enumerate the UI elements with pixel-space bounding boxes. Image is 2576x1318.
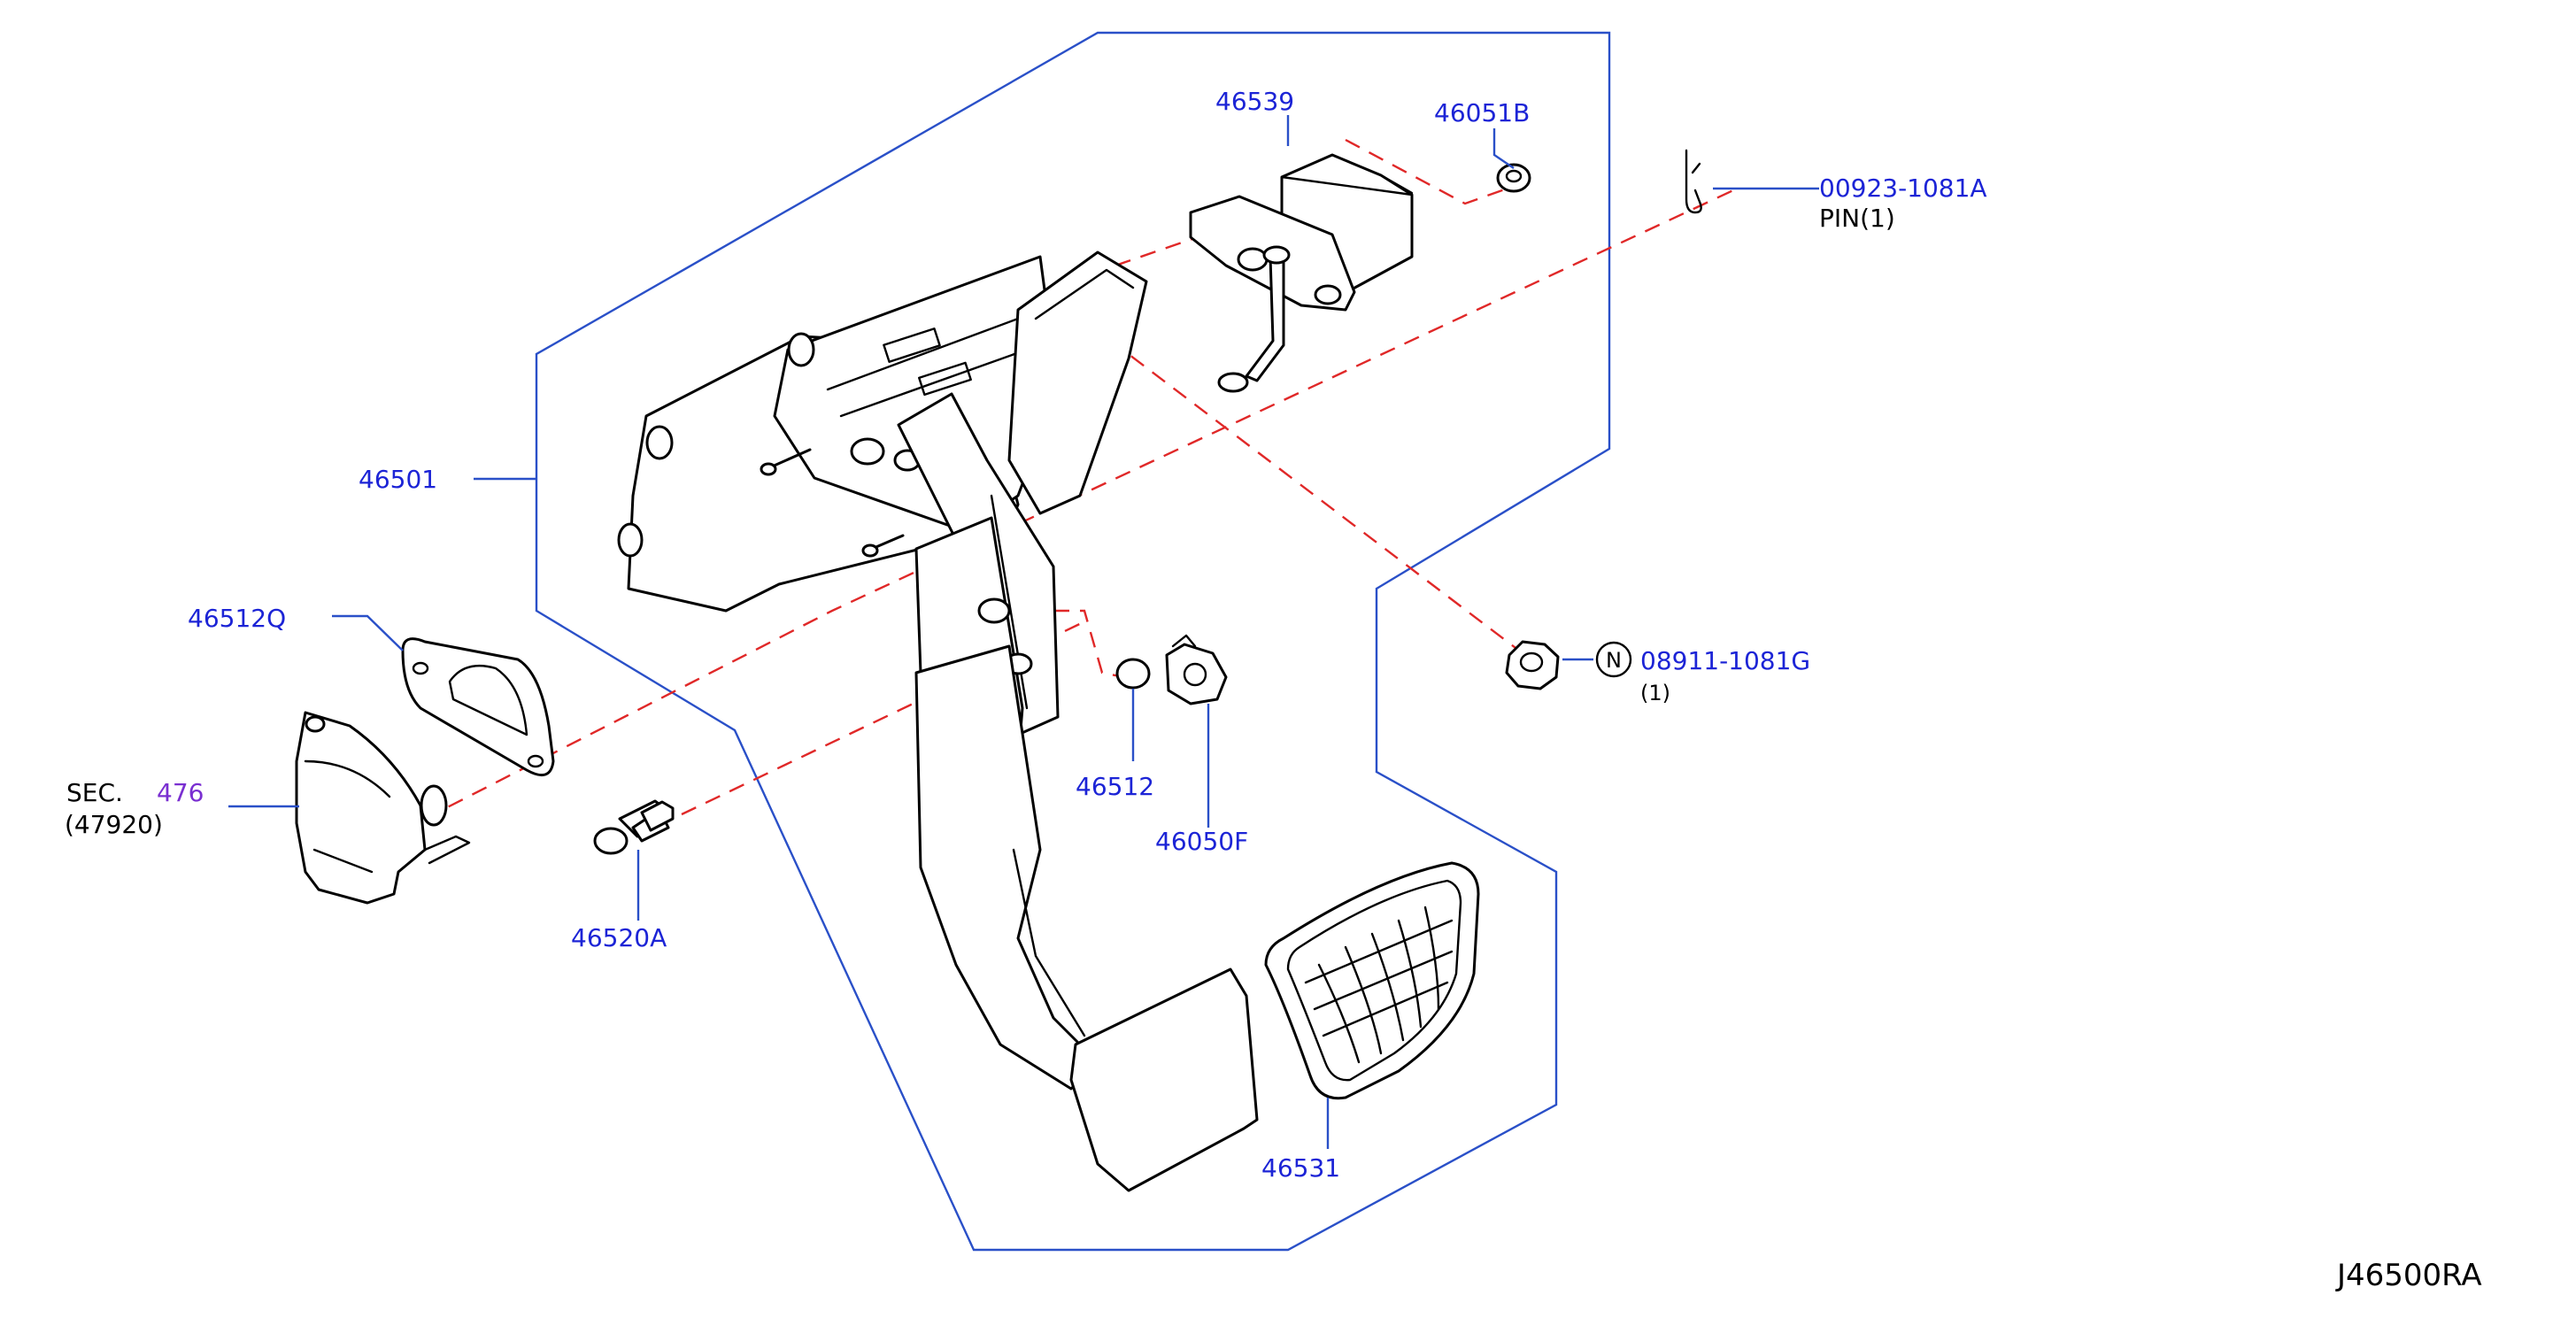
assembly-boundary [535,31,1611,1252]
callout-46501[interactable]: 46501 [359,465,437,494]
pin-quantity-note: PIN(1) [1819,204,1895,233]
n-marker-letter: N [1606,648,1622,673]
callout-46051B[interactable]: 46051B [1434,98,1530,127]
part-46050F-collar-drawing[interactable] [1165,634,1228,705]
callout-46512[interactable]: 46512 [1076,772,1154,801]
part-46539-switch-drawing[interactable] [1189,153,1414,393]
pedal-pad-drawing [1069,967,1259,1192]
callout-08911-1081G[interactable]: 08911-1081G [1640,646,1810,675]
part-46501-pedal-bracket-drawing[interactable] [617,250,1148,1091]
callout-46520A[interactable]: 46520A [571,923,667,952]
sec-prefix-label: SEC. [66,778,123,807]
part-00923-pin-drawing[interactable] [1685,149,1702,214]
callout-00923-1081A[interactable]: 00923-1081A [1819,173,1987,203]
figure-code: J46500RA [2335,1258,2482,1293]
leader-lines [228,115,1819,1149]
part-46531-pad-cover-drawing[interactable] [1264,861,1480,1100]
callout-46512Q[interactable]: 46512Q [188,604,286,633]
callout-46539[interactable]: 46539 [1215,87,1294,116]
callout-46050F[interactable]: 46050F [1155,827,1248,856]
sec-476-switch-drawing[interactable] [295,711,471,905]
part-46051B-nut-drawing[interactable] [1496,163,1531,193]
callout-labels: 46539 46051B 00923-1081A PIN(1) 46501 46… [65,87,2482,1293]
fastener-quantity-note: (1) [1640,681,1670,705]
sec-sub-reference: (47920) [65,810,163,839]
callout-46531[interactable]: 46531 [1261,1153,1340,1183]
part-08911-nut-drawing[interactable] [1505,640,1560,690]
sec-476-link[interactable]: 476 [157,778,204,807]
part-46512Q-gasket-drawing[interactable] [401,637,555,777]
part-46520A-bolt-drawing[interactable] [593,799,675,855]
part-46512-bushing-drawing[interactable] [1115,658,1151,690]
n-marker-circle [1595,641,1632,678]
